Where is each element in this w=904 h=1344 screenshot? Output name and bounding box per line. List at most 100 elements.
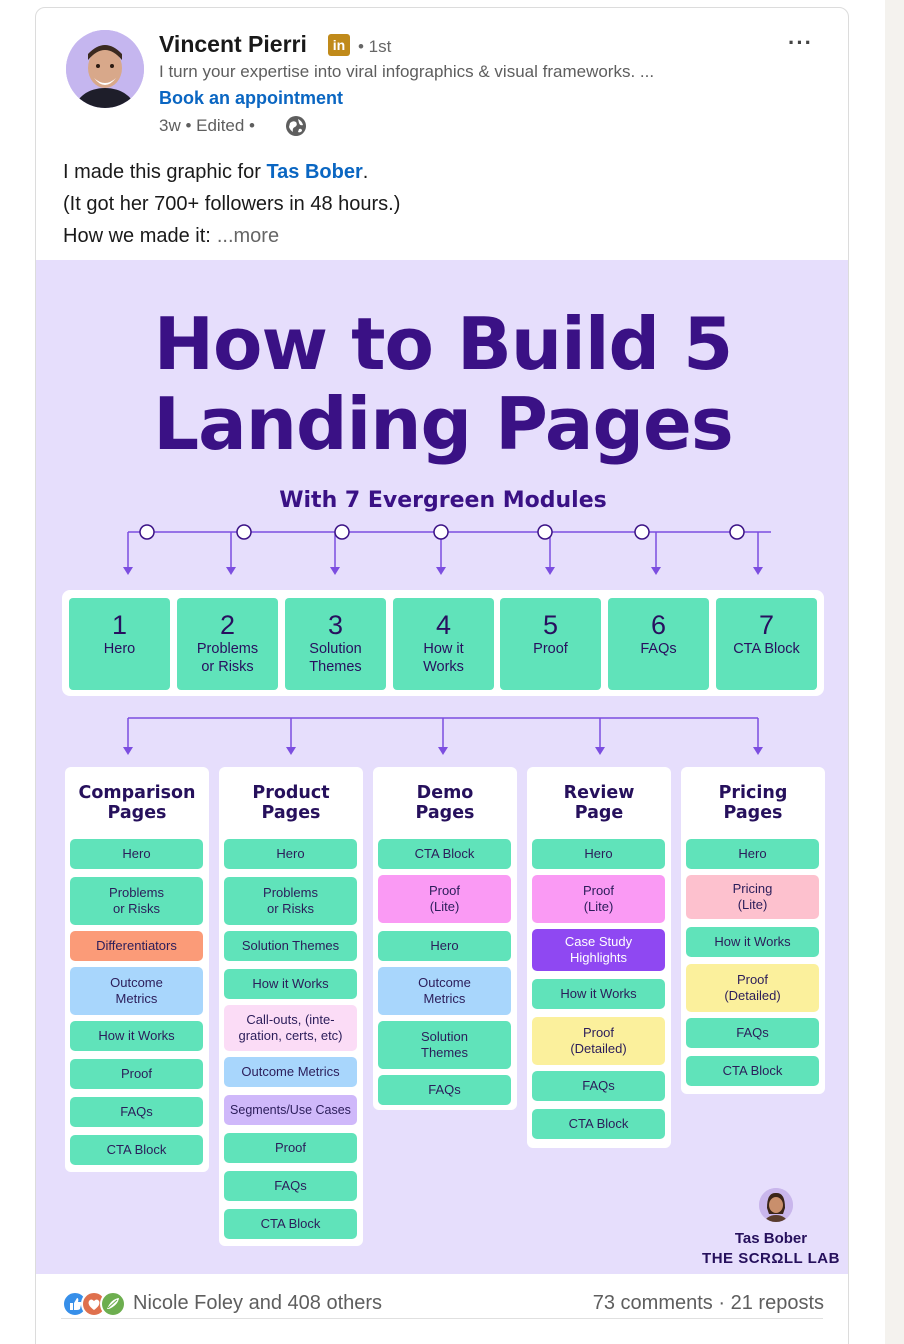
page-scrollbar-track[interactable] xyxy=(885,0,904,1344)
pricing-pages-column: Pricing Pages Hero Pricing (Lite) How it… xyxy=(681,767,825,1094)
page-block: CTA Block xyxy=(70,1135,203,1165)
author-photo xyxy=(66,30,144,108)
post-image[interactable]: How to Build 5 Landing Pages With 7 Ever… xyxy=(36,260,849,1274)
divider xyxy=(61,1318,823,1319)
globe-icon xyxy=(285,115,307,137)
module-number: 3 xyxy=(285,610,386,640)
page-block: Problems or Risks xyxy=(224,877,357,925)
count-separator: · xyxy=(718,1292,725,1314)
post-line-1: I made this graphic for Tas Bober. xyxy=(63,156,400,188)
author-name-link[interactable]: Vincent Pierri xyxy=(159,31,307,58)
module-label: How it Works xyxy=(393,640,494,676)
post-timestamp: 3w • Edited • xyxy=(159,116,255,136)
page-block: How it Works xyxy=(532,979,665,1009)
page-block: CTA Block xyxy=(532,1109,665,1139)
reaction-icons[interactable] xyxy=(62,1291,128,1317)
reposts-count-link[interactable]: 21 reposts xyxy=(731,1292,824,1314)
module-label: FAQs xyxy=(608,640,709,658)
product-pages-column: Product Pages Hero Problems or Risks Sol… xyxy=(219,767,363,1246)
module-cta-block: 7CTA Block xyxy=(716,598,817,690)
credit-avatar xyxy=(759,1188,793,1222)
page-block: FAQs xyxy=(224,1171,357,1201)
page-block: FAQs xyxy=(378,1075,511,1105)
page-block: Proof (Detailed) xyxy=(686,964,819,1012)
author-avatar[interactable] xyxy=(66,30,144,108)
reactors-link[interactable]: Nicole Foley and 408 others xyxy=(133,1292,382,1315)
page-block: Problems or Risks xyxy=(70,877,203,925)
comments-count-link[interactable]: 73 comments xyxy=(593,1292,713,1314)
page-block: Proof xyxy=(70,1059,203,1089)
page-block: Outcome Metrics xyxy=(378,967,511,1015)
page-block: Differentiators xyxy=(70,931,203,961)
post-text-span: . xyxy=(363,161,369,183)
post-body: I made this graphic for Tas Bober. (It g… xyxy=(63,156,400,252)
page-block: How it Works xyxy=(224,969,357,999)
credit-lab: THE SCRΩLL LAB xyxy=(696,1250,846,1267)
module-label: Hero xyxy=(69,640,170,658)
page-block: FAQs xyxy=(70,1097,203,1127)
page-block: Proof (Lite) xyxy=(378,875,511,923)
social-counts-bar: Nicole Foley and 408 others 73 comments … xyxy=(36,1274,849,1334)
module-number: 4 xyxy=(393,610,494,640)
module-number: 1 xyxy=(69,610,170,640)
comparison-pages-column: Comparison Pages Hero Problems or Risks … xyxy=(65,767,209,1172)
post-line-3: How we made it: ...more xyxy=(63,220,400,252)
page-block: Hero xyxy=(224,839,357,869)
engagement-counts: 73 comments · 21 reposts xyxy=(593,1292,824,1315)
page-block: Proof xyxy=(224,1133,357,1163)
page-block: FAQs xyxy=(532,1071,665,1101)
page-block: Solution Themes xyxy=(224,931,357,961)
book-appointment-link[interactable]: Book an appointment xyxy=(159,88,343,109)
page-block: Hero xyxy=(686,839,819,869)
column-title: Pricing Pages xyxy=(681,783,825,835)
page-block: Pricing (Lite) xyxy=(686,875,819,919)
module-number: 6 xyxy=(608,610,709,640)
page-block: Case Study Highlights xyxy=(532,929,665,971)
credit-photo xyxy=(759,1188,793,1222)
page-block: Solution Themes xyxy=(378,1021,511,1069)
connection-degree: • 1st xyxy=(358,37,391,57)
more-options-icon[interactable]: ··· xyxy=(788,30,813,56)
module-label: Solution Themes xyxy=(285,640,386,676)
page-block: Proof (Lite) xyxy=(532,875,665,923)
page-block: Hero xyxy=(378,931,511,961)
feed-post-card: Vincent Pierri in • 1st I turn your expe… xyxy=(35,7,849,1344)
see-more-button[interactable]: ...more xyxy=(217,225,279,247)
column-title: Review Page xyxy=(527,783,671,835)
column-title: Demo Pages xyxy=(373,783,517,835)
module-number: 2 xyxy=(177,610,278,640)
module-number: 7 xyxy=(716,610,817,640)
module-label: CTA Block xyxy=(716,640,817,658)
page-block: CTA Block xyxy=(378,839,511,869)
page-block: Segments/Use Cases xyxy=(224,1095,357,1125)
page-block: Hero xyxy=(70,839,203,869)
page-block: How it Works xyxy=(70,1021,203,1051)
insightful-icon xyxy=(101,1292,125,1316)
post-text-span: How we made it: xyxy=(63,225,211,247)
page-block: Hero xyxy=(532,839,665,869)
module-label: Problems or Risks xyxy=(177,640,278,676)
post-line-2: (It got her 700+ followers in 48 hours.) xyxy=(63,188,400,220)
author-headline: I turn your expertise into viral infogra… xyxy=(159,62,654,82)
linkedin-premium-icon: in xyxy=(328,34,350,56)
post-text-span: I made this graphic for xyxy=(63,161,261,183)
page-block: Call-outs, (inte- gration, certs, etc) xyxy=(224,1005,357,1051)
credit-name: Tas Bober xyxy=(696,1230,846,1247)
column-title: Comparison Pages xyxy=(65,783,209,835)
mention-link[interactable]: Tas Bober xyxy=(266,161,362,183)
module-label: Proof xyxy=(500,640,601,658)
page-block: CTA Block xyxy=(224,1209,357,1239)
page-block: FAQs xyxy=(686,1018,819,1048)
demo-pages-column: Demo Pages CTA Block Proof (Lite) Hero O… xyxy=(373,767,517,1110)
page-block: Proof (Detailed) xyxy=(532,1017,665,1065)
column-title: Product Pages xyxy=(219,783,363,835)
page-block: Outcome Metrics xyxy=(224,1057,357,1087)
page-block: Outcome Metrics xyxy=(70,967,203,1015)
